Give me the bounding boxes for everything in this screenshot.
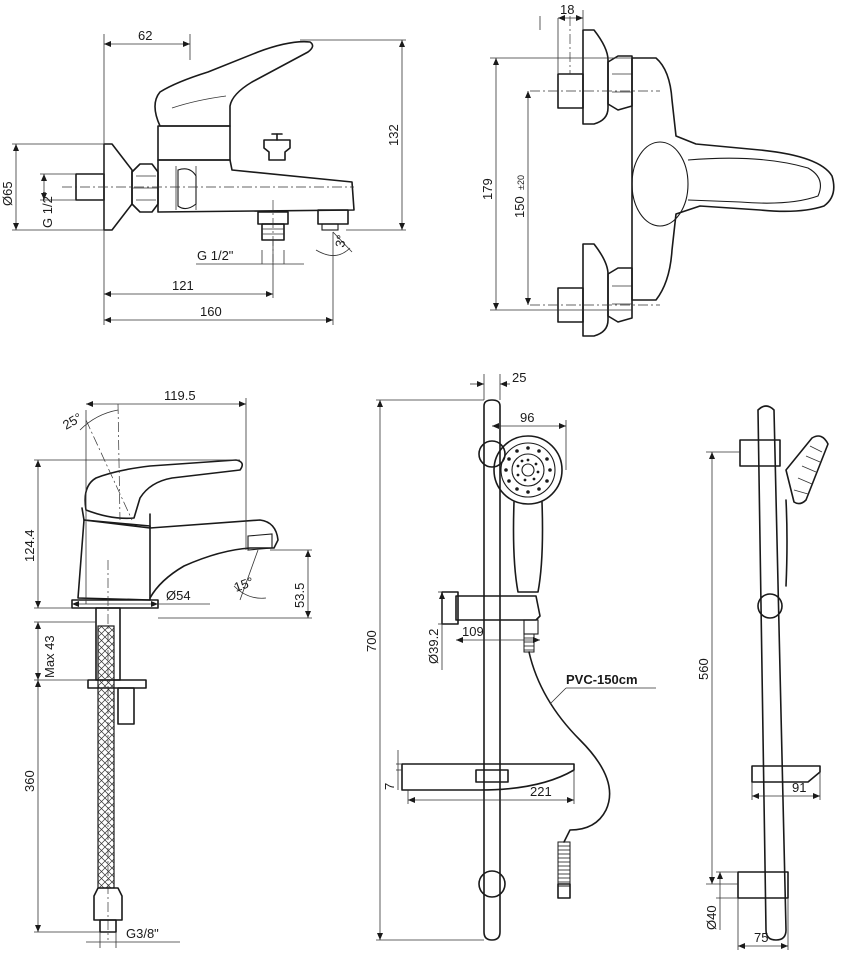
- side-slide-rail: [757, 405, 787, 941]
- label-g38: G3/8": [126, 926, 159, 941]
- side-top-bracket: [739, 439, 781, 467]
- label-18: 18: [560, 2, 574, 17]
- cartridge-housing: [157, 125, 231, 161]
- side-shower-handle: [785, 499, 788, 587]
- label-179: 179: [480, 178, 495, 200]
- basin-lever-handle: [84, 459, 244, 520]
- pvc-hose: [528, 651, 611, 843]
- label-75: 75: [754, 930, 768, 945]
- bottom-wall-bracket: [478, 870, 506, 898]
- label-3deg: 3°: [332, 234, 349, 249]
- label-96: 96: [520, 410, 534, 425]
- side-bottom-bracket: [737, 871, 789, 899]
- dim-arc-3deg: [315, 247, 351, 256]
- shower-hose-coil-top: [523, 633, 535, 653]
- label-d40: Ø40: [704, 905, 719, 930]
- hose-nut: [93, 887, 123, 921]
- label-360: 360: [22, 770, 37, 792]
- label-max43: Max 43: [42, 635, 57, 678]
- hand-shower-head: [493, 435, 563, 505]
- bath-mixer-side-view: 62 132 Ø65 G 1/2" G 1/2" 3° 121 160: [0, 28, 406, 325]
- label-700: 700: [364, 630, 379, 652]
- label-d39-2: Ø39.2: [426, 629, 441, 664]
- side-soap-dish: [751, 765, 821, 783]
- mixer-body: [157, 159, 355, 213]
- top-wall-bracket: [478, 440, 506, 468]
- label-150: 150: [512, 196, 527, 218]
- label-d54: Ø54: [166, 588, 191, 603]
- basin-mixer-body: [77, 519, 151, 601]
- hand-shower-handle: [512, 501, 544, 593]
- front-mixer-body: [631, 57, 835, 301]
- label-150-tolerance: ±20: [516, 175, 526, 190]
- label-62: 62: [138, 28, 152, 43]
- basin-spout: [149, 519, 279, 599]
- label-124-4: 124.4: [22, 529, 37, 562]
- label-pvc-hose: PVC-150cm: [566, 672, 638, 687]
- shower-hose-coil-bottom: [557, 841, 571, 887]
- diverter-knob: [263, 139, 291, 161]
- label-g12-outlet: G 1/2": [197, 248, 234, 263]
- flexible-braided-hose: [97, 625, 115, 889]
- slider-holder: [455, 595, 541, 621]
- label-7: 7: [382, 783, 397, 790]
- basin-mixer-view: 119.5 25° 124.4 15° 53.5 Ø54 Max 43 360 …: [22, 388, 312, 948]
- label-119-5: 119.5: [164, 388, 196, 403]
- label-160: 160: [200, 304, 222, 319]
- mounting-nut: [87, 679, 147, 689]
- label-132: 132: [386, 124, 401, 146]
- spout-aerator: [317, 209, 349, 225]
- shower-set-front-view: 25 96 700 Ø39.2 109 PVC-150cm 7 221: [364, 370, 656, 941]
- label-91: 91: [792, 780, 806, 795]
- label-53-5: 53.5: [292, 583, 307, 608]
- label-g12-inlet: G 1/2": [40, 191, 55, 228]
- lever-handle: [154, 40, 314, 127]
- shower-nozzles: [504, 446, 552, 494]
- label-121: 121: [172, 278, 194, 293]
- label-25: 25: [512, 370, 526, 385]
- label-221: 221: [530, 784, 552, 799]
- label-560: 560: [696, 658, 711, 680]
- side-shower-head: [785, 435, 829, 505]
- label-d65: Ø65: [0, 181, 15, 206]
- label-109: 109: [462, 624, 484, 639]
- slide-rail: [483, 399, 501, 941]
- bath-mixer-front-view: 18 179 150 ±20: [480, 2, 835, 337]
- side-slider-knob: [757, 593, 783, 619]
- label-15deg: 15°: [232, 574, 256, 595]
- shower-set-side-view: 560 91 Ø40 75: [696, 405, 829, 950]
